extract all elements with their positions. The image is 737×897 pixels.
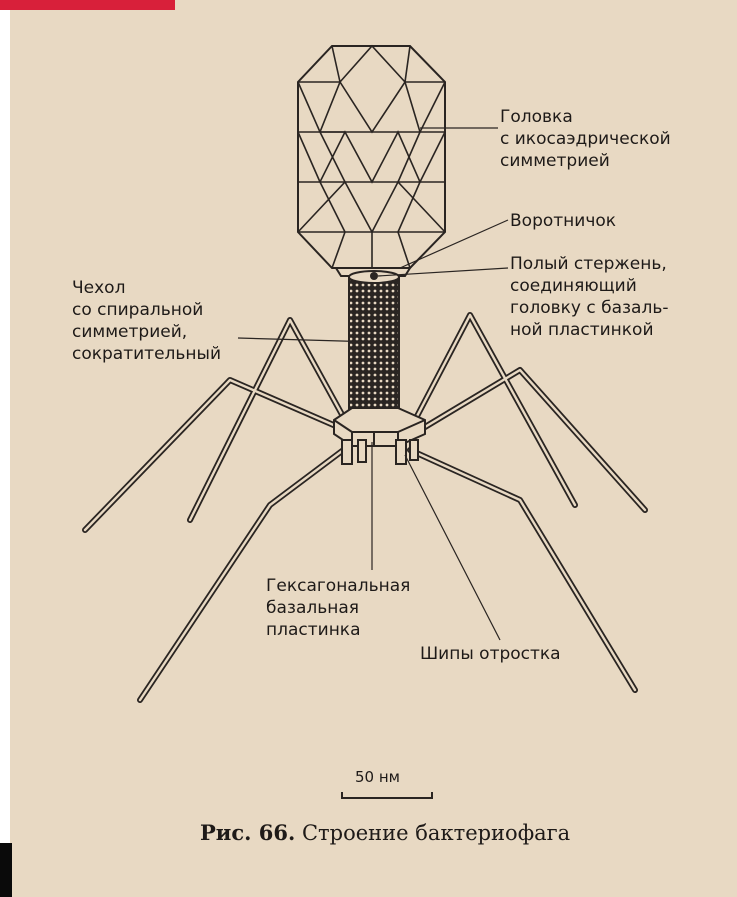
figure-caption: Рис. 66. Строение бактериофага bbox=[200, 820, 640, 845]
label-spikes: Шипы отростка bbox=[420, 643, 561, 665]
fiber-right-mid bbox=[420, 370, 645, 510]
fiber-left-front bbox=[140, 445, 350, 700]
caption-text: Строение бактериофага bbox=[295, 821, 570, 845]
scale-bar-label: 50 нм bbox=[355, 768, 400, 786]
fiber-right-back bbox=[415, 315, 575, 505]
fiber-left-mid bbox=[85, 380, 345, 530]
caption-prefix: Рис. 66. bbox=[200, 820, 295, 845]
label-baseplate: Гексагональная базальная пластинка bbox=[266, 575, 410, 641]
label-core: Полый стержень, соединяющий головку с ба… bbox=[510, 253, 668, 341]
scale-bar bbox=[342, 792, 432, 798]
label-sheath: Чехол со спиральной симметрией, сократит… bbox=[72, 277, 221, 365]
label-collar: Воротничок bbox=[510, 210, 616, 232]
label-head: Головка с икосаэдрической симметрией bbox=[500, 106, 671, 172]
